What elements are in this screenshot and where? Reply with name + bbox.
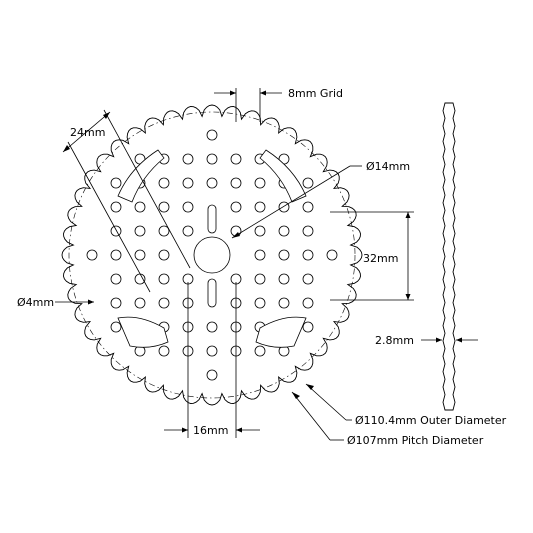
grid-hole xyxy=(206,129,218,141)
grid-hole xyxy=(182,225,194,237)
grid-hole xyxy=(86,249,98,261)
grid-hole xyxy=(326,249,338,261)
grid-hole xyxy=(230,153,242,165)
grid-label: 8mm Grid xyxy=(288,87,343,100)
grid-hole xyxy=(134,249,146,261)
grid-hole xyxy=(110,177,122,189)
grid-hole xyxy=(134,225,146,237)
slot-bottom xyxy=(207,278,217,308)
center-hole-label: Ø14mm xyxy=(366,160,410,173)
grid-hole xyxy=(110,297,122,309)
grid-hole xyxy=(302,297,314,309)
vertical-spacing-label: 32mm xyxy=(363,252,398,265)
grid-hole xyxy=(182,177,194,189)
grid-hole xyxy=(206,321,218,333)
dimension-labels: 8mm Grid 24mm Ø14mm 32mm Ø4mm 2.8mm 16mm… xyxy=(17,87,507,447)
diag-spacing-label: 24mm xyxy=(70,126,105,139)
grid-hole xyxy=(206,369,218,381)
grid-hole xyxy=(182,201,194,213)
grid-hole xyxy=(254,177,266,189)
grid-hole xyxy=(110,225,122,237)
grid-hole xyxy=(158,177,170,189)
grid-hole xyxy=(278,225,290,237)
grid-hole xyxy=(158,345,170,357)
grid-hole xyxy=(254,297,266,309)
grid-hole xyxy=(302,321,314,333)
slot-top xyxy=(207,204,217,234)
grid-hole xyxy=(110,249,122,261)
horizontal-spacing-label: 16mm xyxy=(193,424,228,437)
grid-hole xyxy=(254,249,266,261)
grid-hole xyxy=(134,201,146,213)
dimension-lines xyxy=(55,88,478,441)
cutout-top-right xyxy=(259,149,307,203)
grid-hole xyxy=(254,201,266,213)
grid-hole xyxy=(254,273,266,285)
pitch-diameter-label: Ø107mm Pitch Diameter xyxy=(347,434,484,447)
grid-hole xyxy=(134,297,146,309)
grid-hole xyxy=(110,321,122,333)
grid-hole xyxy=(302,225,314,237)
grid-hole xyxy=(254,345,266,357)
grid-hole xyxy=(158,249,170,261)
grid-hole xyxy=(110,273,122,285)
gear-side-view xyxy=(442,102,456,411)
thickness-label: 2.8mm xyxy=(375,334,414,347)
gear-front-view xyxy=(61,104,363,406)
center-hole xyxy=(193,236,231,274)
grid-hole xyxy=(206,345,218,357)
grid-hole xyxy=(134,273,146,285)
grid-hole xyxy=(302,273,314,285)
grid-hole xyxy=(158,297,170,309)
grid-hole xyxy=(278,297,290,309)
grid-hole xyxy=(158,273,170,285)
cutout-bottom-right xyxy=(255,316,307,348)
small-hole-label: Ø4mm xyxy=(17,296,54,309)
grid-hole xyxy=(206,177,218,189)
pitch-circle xyxy=(68,111,356,399)
grid-hole xyxy=(230,201,242,213)
grid-hole xyxy=(302,177,314,189)
side-profile xyxy=(442,102,456,411)
grid-hole xyxy=(206,153,218,165)
grid-hole xyxy=(254,225,266,237)
grid-hole xyxy=(302,249,314,261)
grid-hole xyxy=(302,201,314,213)
grid-hole xyxy=(158,225,170,237)
cutout-bottom-left xyxy=(117,316,169,348)
grid-hole xyxy=(278,273,290,285)
grid-hole xyxy=(182,153,194,165)
grid-hole xyxy=(230,177,242,189)
cutout-top-left xyxy=(117,149,165,203)
grid-hole xyxy=(278,249,290,261)
grid-hole xyxy=(158,201,170,213)
grid-hole xyxy=(278,201,290,213)
outer-diameter-label: Ø110.4mm Outer Diameter xyxy=(355,414,507,427)
grid-hole xyxy=(110,201,122,213)
